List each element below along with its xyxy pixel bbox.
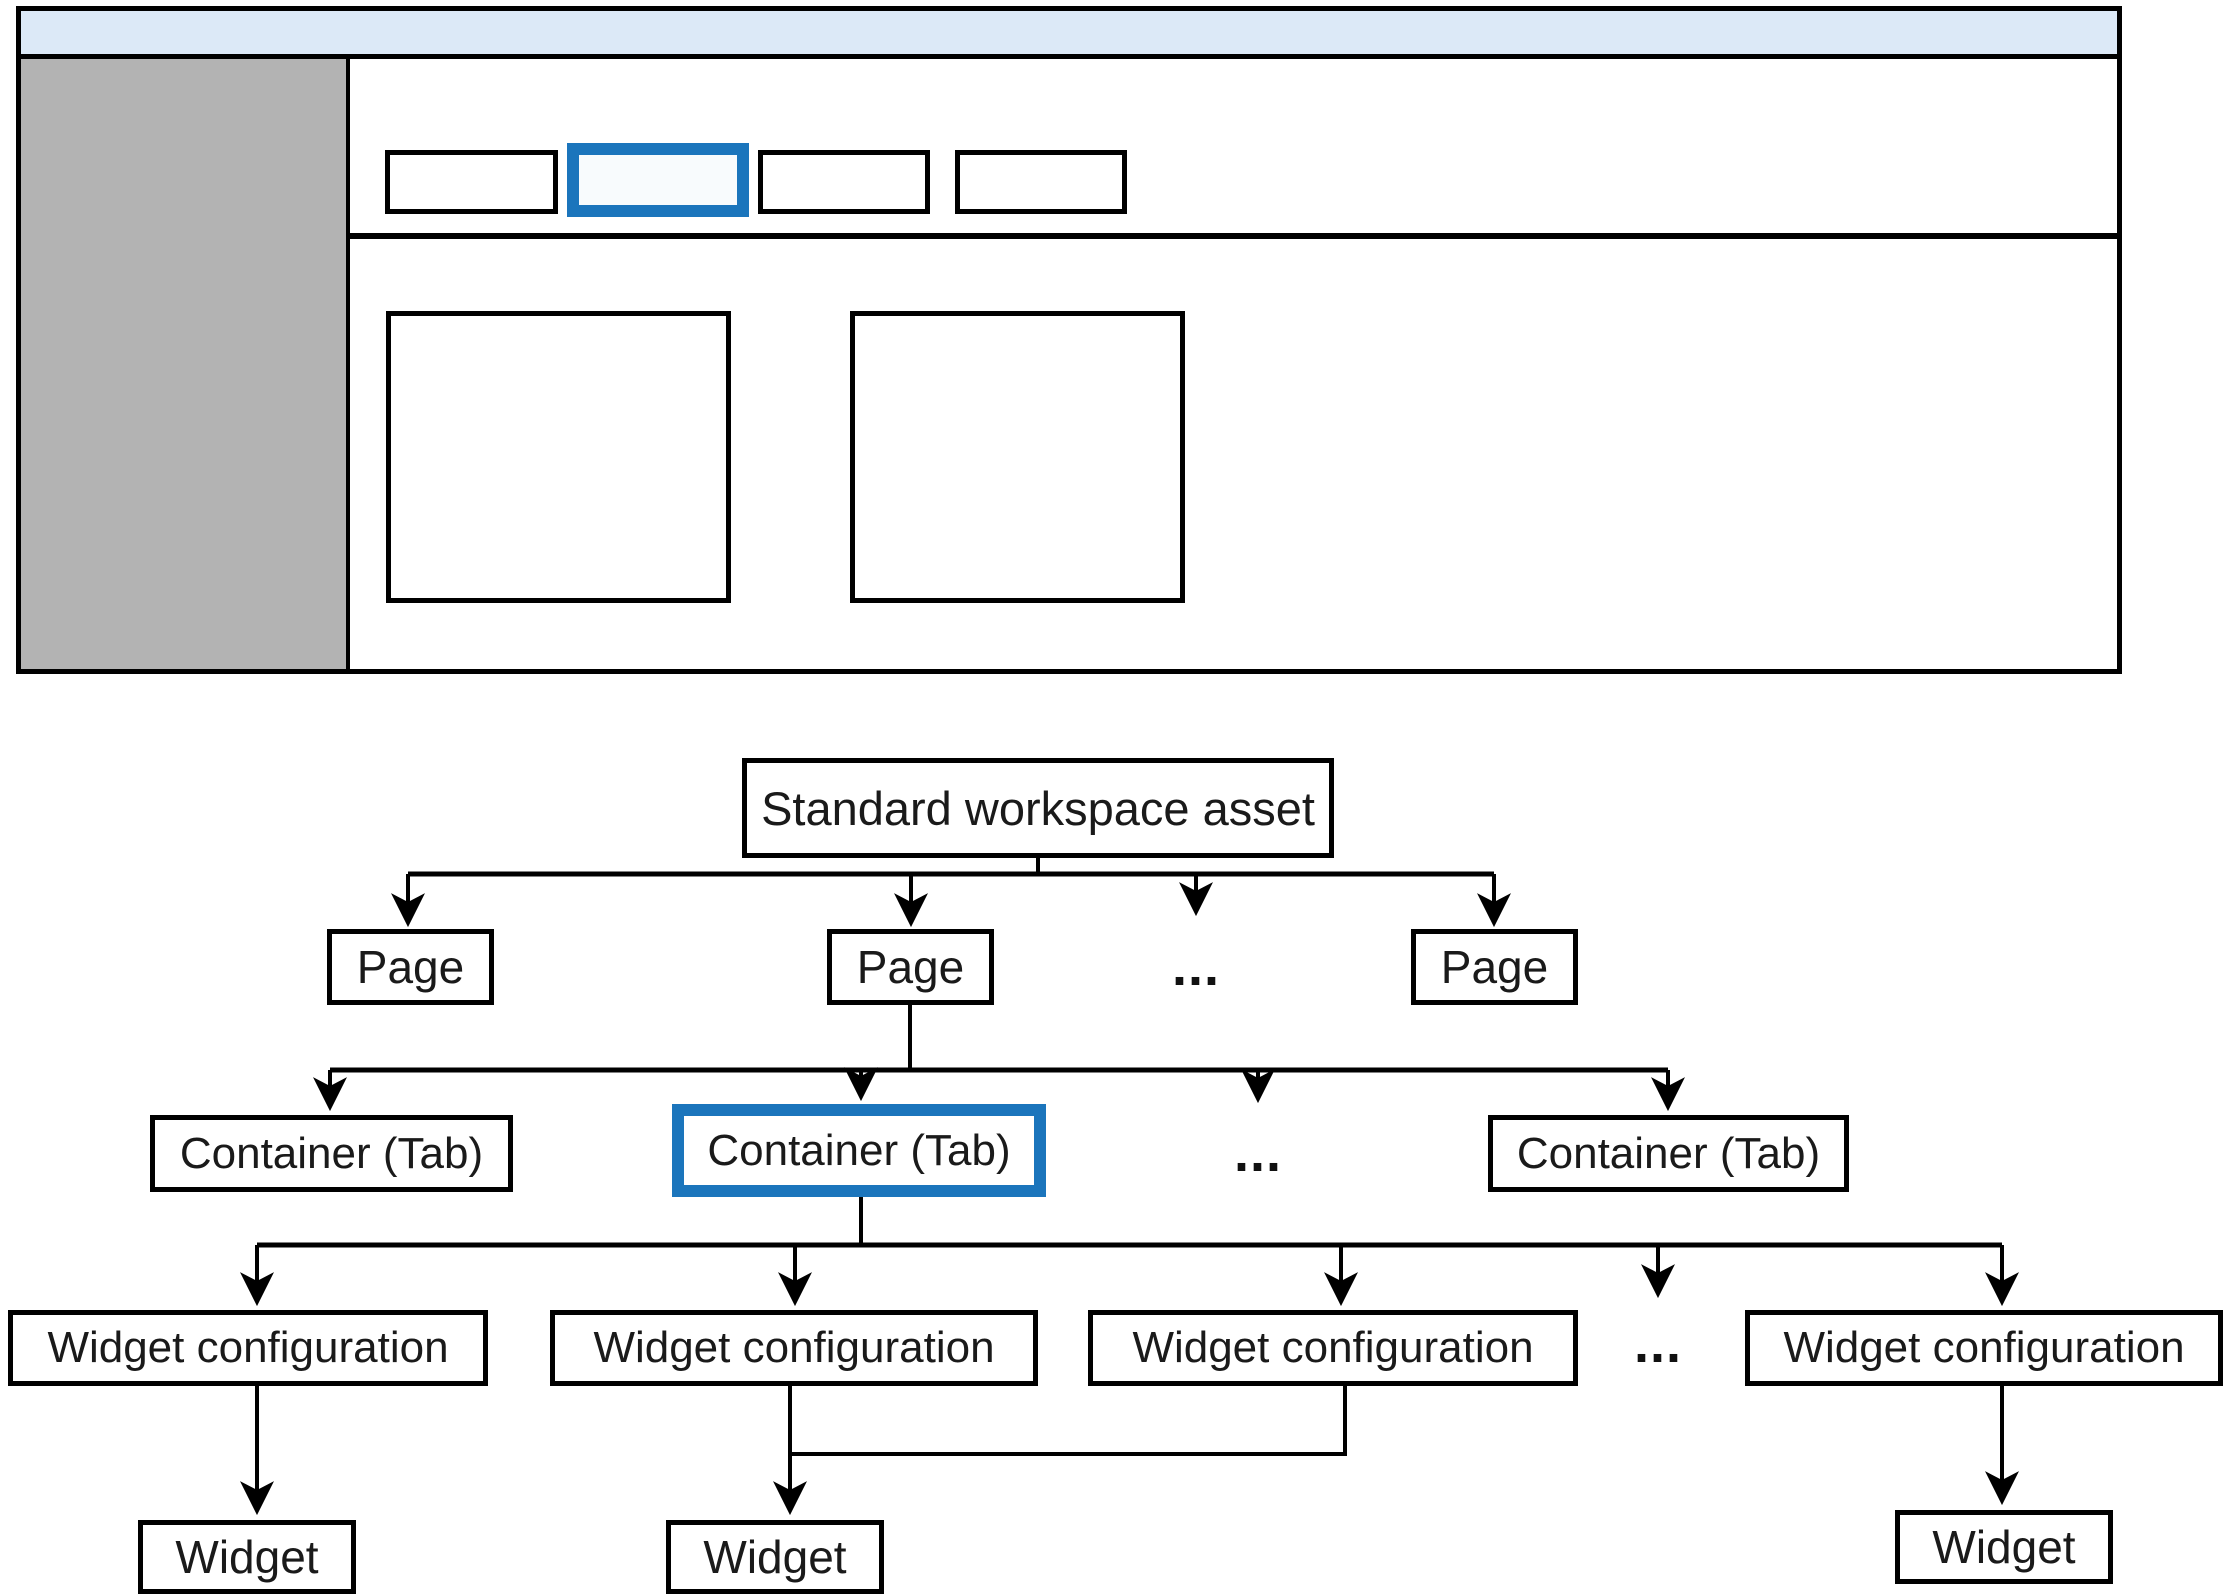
containers-ellipsis: ... — [1233, 1123, 1282, 1183]
tree-node-page-2: Page — [827, 929, 994, 1005]
pages-ellipsis: ... — [1171, 937, 1220, 997]
tree-node-container-tab-3: Container (Tab) — [1488, 1115, 1849, 1192]
tree-node-container-tab-selected: Container (Tab) — [672, 1104, 1046, 1197]
workspace-header-bar — [21, 11, 2117, 54]
widget-configs-ellipsis: ... — [1633, 1314, 1682, 1374]
workspace-tab-3 — [758, 150, 930, 214]
workspace-sidebar — [21, 59, 350, 669]
tree-node-page-1: Page — [327, 929, 494, 1005]
tree-node-standard-workspace-asset: Standard workspace asset — [742, 758, 1334, 858]
tree-node-widget-config-2: Widget configuration — [550, 1310, 1038, 1386]
workspace-tab-4 — [955, 150, 1127, 214]
tree-node-container-tab-1: Container (Tab) — [150, 1115, 513, 1192]
workspace-tabstrip-divider — [350, 233, 2122, 239]
tree-node-widget-config-4: Widget configuration — [1745, 1310, 2223, 1386]
tree-node-widget-config-3: Widget configuration — [1088, 1310, 1578, 1386]
tree-node-widget-2: Widget — [666, 1520, 884, 1594]
workspace-tab-active — [567, 143, 749, 217]
tree-node-page-3: Page — [1411, 929, 1578, 1005]
workspace-tab-1 — [385, 150, 558, 214]
tree-node-widget-3: Widget — [1895, 1510, 2113, 1584]
tree-node-widget-config-1: Widget configuration — [8, 1310, 488, 1386]
workspace-widget-placeholder-2 — [850, 311, 1185, 603]
workspace-widget-placeholder-1 — [386, 311, 731, 603]
tree-node-widget-1: Widget — [138, 1520, 356, 1594]
workspace-header-divider — [21, 54, 2117, 59]
